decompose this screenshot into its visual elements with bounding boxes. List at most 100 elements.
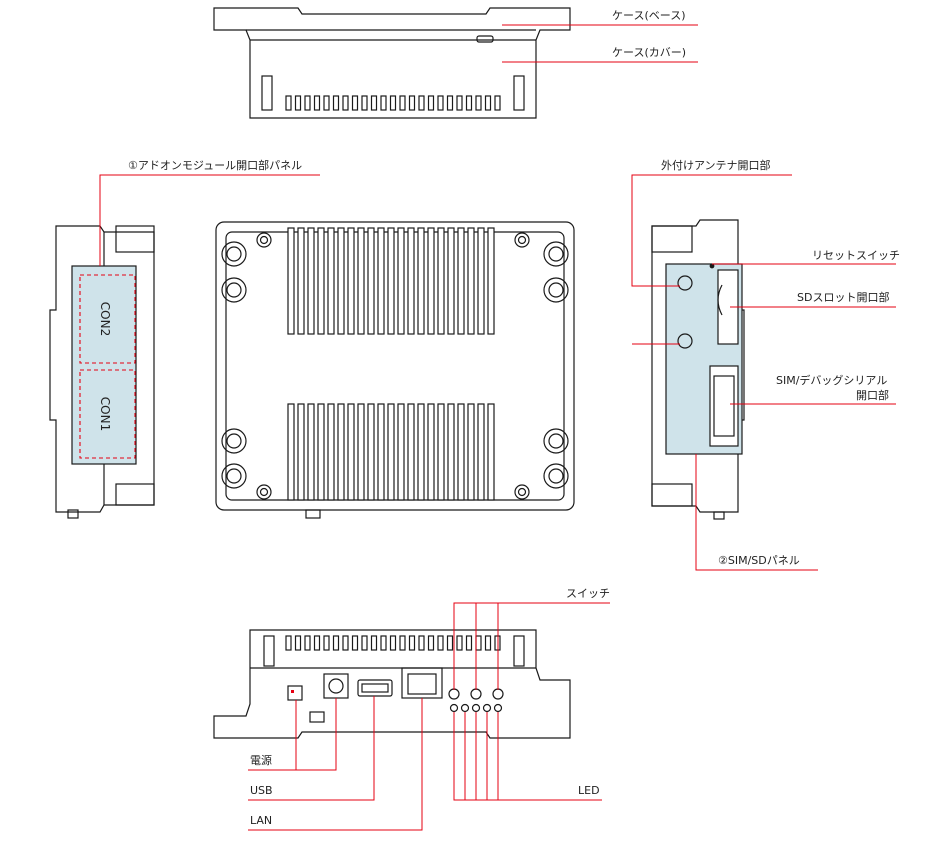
fin — [380, 635, 387, 651]
leds — [449, 703, 503, 713]
screw-hole — [259, 487, 269, 497]
mount-hole — [221, 241, 247, 267]
fin — [361, 95, 368, 111]
fin — [351, 95, 359, 111]
fin — [323, 635, 330, 651]
fin — [427, 95, 435, 111]
fin — [447, 227, 455, 335]
fin — [477, 227, 485, 335]
fin — [304, 95, 311, 111]
fin — [475, 635, 482, 651]
fin — [370, 95, 378, 111]
fin — [367, 227, 375, 335]
sim-slot — [709, 365, 739, 447]
fin — [427, 227, 435, 335]
fin — [417, 227, 425, 335]
top-view — [213, 7, 571, 119]
fin — [342, 95, 349, 111]
mount-hole-inner — [548, 246, 564, 262]
fin — [407, 227, 415, 335]
fin — [387, 403, 395, 501]
top-corner-right — [513, 75, 525, 111]
mount-hole-inner — [548, 433, 564, 449]
fin — [465, 635, 473, 651]
fin — [332, 635, 340, 651]
led — [460, 703, 470, 713]
fin — [465, 95, 473, 111]
label-lan: LAN — [250, 814, 273, 827]
switches — [448, 688, 504, 700]
top-case-outline — [213, 7, 571, 119]
bottom-view — [215, 221, 575, 519]
right-top-tab — [651, 225, 693, 253]
fin — [327, 403, 335, 501]
addon-panel — [71, 265, 137, 465]
fin — [317, 403, 325, 501]
front-view — [213, 629, 571, 739]
fin — [287, 403, 295, 501]
con1-box — [79, 369, 136, 459]
label-sd-slot: SDスロット開口部 — [797, 291, 890, 304]
screw-hole — [517, 235, 527, 245]
sd-slot-curve — [717, 284, 723, 316]
screw-boss — [256, 484, 272, 500]
fin — [337, 403, 345, 501]
antenna-hole-lower — [677, 333, 693, 349]
fin — [477, 403, 485, 501]
fin — [475, 95, 482, 111]
label-sim-debug-2: 開口部 — [856, 389, 889, 402]
label-sim-debug-1: SIM/デバッグシリアル — [776, 374, 888, 387]
top-latch — [476, 35, 494, 43]
bottom-foot — [305, 509, 321, 519]
right-foot — [713, 511, 725, 520]
fin — [484, 635, 492, 651]
right-bottom-tab — [651, 483, 693, 507]
mount-hole — [543, 463, 569, 489]
con2-label: CON2 — [98, 302, 112, 336]
fin — [317, 227, 325, 335]
mount-hole — [543, 277, 569, 303]
label-case-base: ケース(ベース) — [612, 9, 686, 22]
mount-hole — [221, 463, 247, 489]
fin — [427, 403, 435, 501]
mount-hole — [221, 277, 247, 303]
fin — [437, 635, 444, 651]
label-antenna: 外付けアンテナ開口部 — [661, 159, 771, 172]
fin — [407, 403, 415, 501]
led — [449, 703, 459, 713]
lan-port-inner — [407, 673, 437, 695]
fin — [437, 95, 444, 111]
fin — [457, 227, 465, 335]
mount-hole-inner — [548, 282, 564, 298]
fin — [380, 95, 387, 111]
fin — [377, 227, 385, 335]
label-usb: USB — [250, 784, 273, 797]
mount-hole — [221, 428, 247, 454]
power-pin — [291, 690, 294, 693]
fin — [323, 95, 330, 111]
dc-jack-hole — [328, 678, 344, 694]
fin — [399, 635, 406, 651]
front-case-outline — [213, 629, 571, 739]
fin — [357, 227, 365, 335]
mount-hole-inner — [226, 468, 242, 484]
fin — [361, 635, 368, 651]
mount-hole — [543, 428, 569, 454]
fin — [446, 635, 454, 651]
fin — [418, 95, 425, 111]
leader-sim-sd-panel — [695, 454, 818, 571]
mount-hole-inner — [226, 282, 242, 298]
label-switch: スイッチ — [566, 587, 610, 600]
right-side-view — [651, 219, 745, 520]
fin — [467, 403, 475, 501]
left-top-tab — [115, 225, 155, 253]
label-sim-sd-panel: ②SIM/SDパネル — [718, 554, 800, 567]
fin — [447, 403, 455, 501]
fin — [446, 95, 454, 111]
mount-hole — [543, 241, 569, 267]
fin — [285, 95, 292, 111]
front-fins — [285, 635, 501, 651]
label-power: 電源 — [250, 754, 272, 767]
usb-port-inner — [361, 683, 389, 693]
